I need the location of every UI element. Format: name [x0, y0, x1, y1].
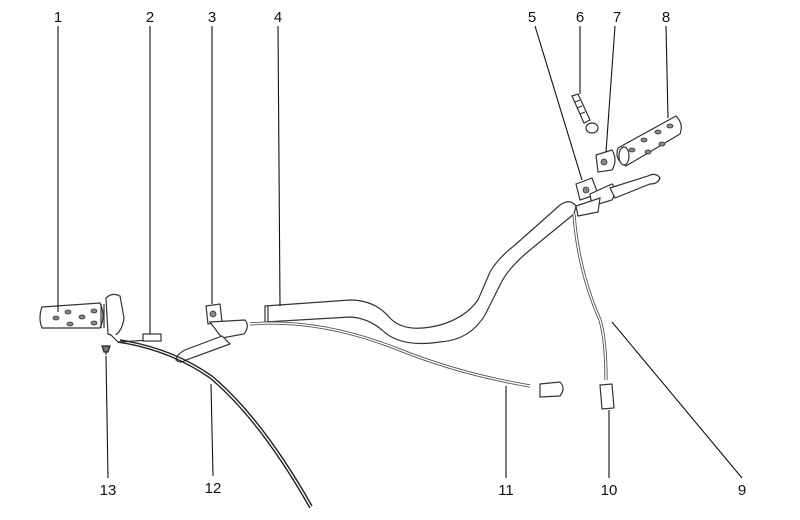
callout-4: 4 [274, 9, 282, 26]
brake-hose-right [572, 213, 608, 381]
callout-11: 11 [498, 482, 514, 499]
callout-13: 13 [100, 482, 117, 499]
callout-12: 12 [205, 480, 222, 497]
right-lever-assembly [575, 173, 661, 217]
cable-boot-left [539, 381, 564, 398]
cable-boot-right [599, 383, 615, 410]
callout-10: 10 [601, 482, 618, 499]
callout-1: 1 [54, 9, 62, 26]
left-grip [39, 302, 105, 329]
left-lever-assembly [175, 303, 248, 363]
reservoir-cap [595, 149, 616, 173]
cable-throttle [117, 339, 313, 509]
callout-3: 3 [208, 9, 216, 26]
leader-lines [57, 25, 743, 479]
lever-bolt-spring [571, 93, 599, 134]
callout-8: 8 [662, 9, 670, 26]
callout-9: 9 [738, 482, 746, 499]
cable-long [249, 321, 531, 388]
callout-2: 2 [146, 9, 154, 26]
screw [101, 345, 111, 355]
right-grip [616, 115, 682, 167]
callout-labels: 1 2 3 4 5 6 7 8 9 10 11 12 13 [54, 9, 746, 499]
callout-5: 5 [528, 9, 536, 26]
callout-6: 6 [576, 9, 584, 26]
throttle-cable-adjuster [142, 333, 162, 342]
callout-7: 7 [613, 9, 621, 26]
handlebar [264, 201, 577, 345]
